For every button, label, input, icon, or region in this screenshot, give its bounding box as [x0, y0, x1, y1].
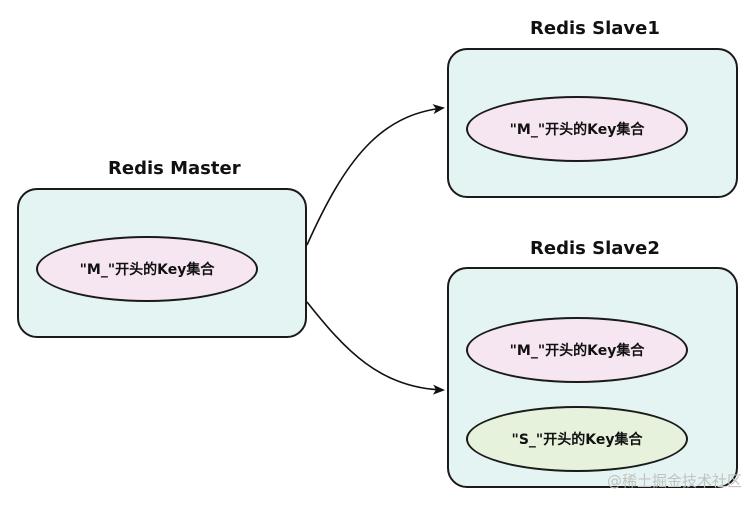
master-keyset-m: "M_"开头的Key集合: [36, 236, 258, 302]
arrow-master-to-slave1: [306, 104, 445, 246]
slave1-title: Redis Slave1: [530, 18, 660, 39]
slave2-keyset-m: "M_"开头的Key集合: [466, 317, 688, 383]
master-title: Redis Master: [108, 158, 241, 179]
slave2-keyset-s: "S_"开头的Key集合: [466, 406, 688, 472]
slave2-title: Redis Slave2: [530, 238, 660, 259]
watermark: @稀土掘金技术社区: [606, 472, 742, 490]
slave1-keyset-m: "M_"开头的Key集合: [466, 96, 688, 162]
arrow-master-to-slave2: [306, 301, 445, 395]
